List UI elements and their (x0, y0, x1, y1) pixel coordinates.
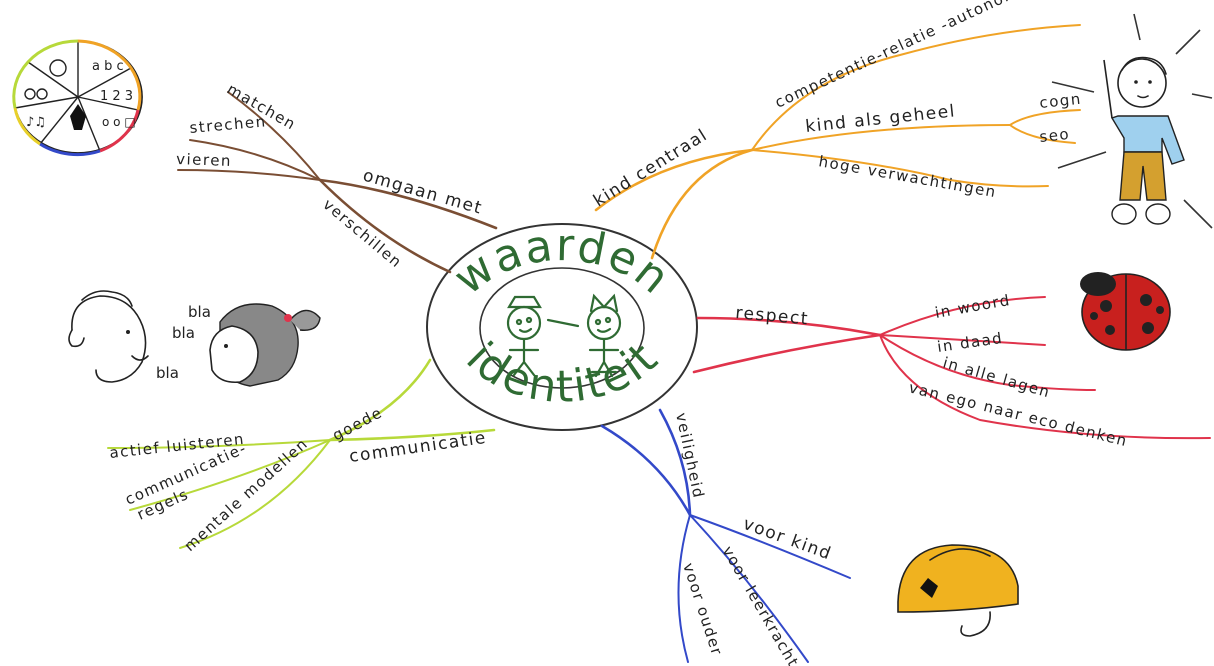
talking-faces-icon: bla bla bla (68, 290, 321, 387)
speech-bla-2: bla (172, 324, 195, 342)
multiple-intelligences-wheel-icon: a b c 1 2 3 o o □ ♪♫ (12, 39, 143, 157)
wheel-123-label: 1 2 3 (100, 89, 133, 104)
veiligheid-sub2-label: voor leerkracht (719, 543, 803, 666)
wheel-shapes-label: o o □ (102, 115, 136, 129)
respect-main-label: respect (735, 303, 810, 329)
ladybug-icon (1080, 272, 1171, 351)
speech-bla-3: bla (156, 364, 179, 382)
wheel-music-label: ♪♫ (26, 115, 46, 130)
kind-main-label: kind centraal (590, 125, 712, 211)
speech-bla-1: bla (188, 303, 211, 321)
branch-communicatie (107, 358, 496, 549)
communicatie-main2-label: communicatie (348, 428, 488, 467)
branch-respect (692, 296, 1211, 440)
branch-veiligheid (600, 408, 851, 663)
center-title-bottom: identiteit (456, 332, 668, 413)
kind-sub2b-label: seo (1039, 125, 1071, 146)
wheel-abc-label: a b c (92, 59, 124, 74)
veiligheid-main-label: veiligheid (672, 411, 708, 500)
child-figure-icon (1051, 13, 1213, 229)
kind-sub1-label: competentie-relatie -autonomie (772, 0, 1036, 112)
verschillen-main2-label: verschillen (319, 195, 405, 272)
verschillen-sub3-label: vieren (176, 150, 232, 170)
verschillen-sub2-label: strechen (189, 112, 268, 137)
stick-figures-icon (506, 293, 622, 378)
veiligheid-sub3-label: voor ouder (679, 561, 726, 659)
branch-kind-centraal (594, 24, 1081, 260)
kind-sub2a-label: cogn (1039, 90, 1083, 112)
respect-sub2-label: in daad (936, 329, 1004, 356)
respect-sub1-label: in woord (934, 291, 1012, 322)
center-title-top: waarden (445, 220, 681, 305)
kind-sub2-label: kind als geheel (804, 101, 956, 137)
kind-sub3-label: hoge verwachtingen (817, 152, 998, 201)
center-node: waarden identiteit (426, 220, 698, 431)
safety-helmet-icon (897, 544, 1019, 637)
branch-verschillen (177, 91, 498, 274)
verschillen-main1-label: omgaan met (361, 166, 485, 219)
